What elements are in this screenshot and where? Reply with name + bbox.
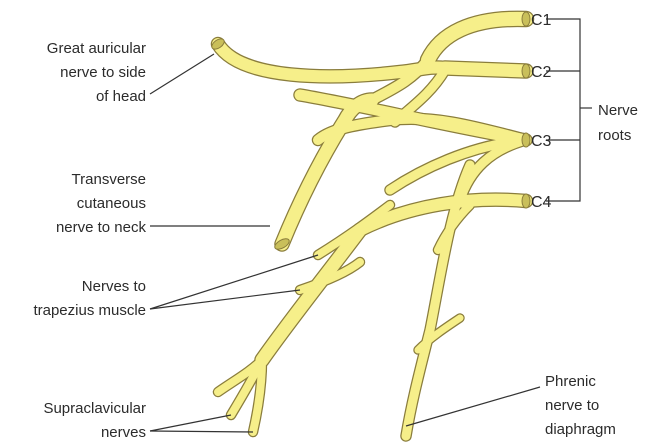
leader-supraclavicular-upper bbox=[150, 415, 231, 431]
root-c1-cut-end bbox=[522, 12, 530, 26]
supraclavicular-label-line-2: nerves bbox=[101, 424, 146, 441]
leader-trapezius-upper bbox=[150, 255, 318, 309]
nerve-roots-label: Nerve roots bbox=[598, 102, 638, 144]
supraclavicular-label-line-1: Supraclavicular bbox=[43, 400, 146, 417]
nerve-roots-label-line-2: roots bbox=[598, 127, 631, 144]
transverse-cutaneous-label-line-3: nerve to neck bbox=[56, 219, 147, 236]
trapezius-label-line-2: trapezius muscle bbox=[33, 302, 146, 319]
great-auricular-label-line-3: of head bbox=[96, 88, 146, 105]
root-labels: C1 C2 C3 C4 bbox=[531, 12, 552, 211]
root-c3-cut-end bbox=[522, 133, 530, 147]
c1-root-nerve bbox=[428, 19, 526, 60]
leader-phrenic bbox=[406, 387, 540, 426]
supraclavicular-label: Supraclavicular nerves bbox=[43, 400, 146, 441]
transverse-cutaneous-label-line-1: Transverse bbox=[72, 171, 146, 188]
root-c2-cut-end bbox=[522, 64, 530, 78]
phrenic-label-line-1: Phrenic bbox=[545, 373, 596, 390]
phrenic-label-line-3: diaphragm bbox=[545, 421, 616, 438]
great-auricular-label: Great auricular nerve to side of head bbox=[47, 40, 146, 105]
great-auricular-label-line-1: Great auricular bbox=[47, 40, 146, 57]
transverse-cutaneous-label: Transverse cutaneous nerve to neck bbox=[56, 171, 147, 236]
great-auricular-label-line-2: nerve to side bbox=[60, 64, 146, 81]
root-label-c1: C1 bbox=[531, 12, 552, 29]
leader-trapezius-lower bbox=[150, 290, 300, 309]
root-label-c4: C4 bbox=[531, 194, 552, 211]
nerve-roots-bracket bbox=[546, 19, 592, 201]
trapezius-label-line-1: Nerves to bbox=[82, 278, 146, 295]
transverse-cutaneous-label-line-2: cutaneous bbox=[77, 195, 146, 212]
c2-root-nerve bbox=[445, 68, 526, 71]
root-label-c2: C2 bbox=[531, 64, 552, 81]
root-label-c3: C3 bbox=[531, 133, 552, 150]
trapezius-label: Nerves to trapezius muscle bbox=[33, 278, 146, 319]
nerve-roots-label-line-1: Nerve bbox=[598, 102, 638, 119]
leader-supraclavicular-lower bbox=[150, 431, 253, 432]
root-c4-cut-end bbox=[522, 194, 530, 208]
phrenic-label-line-2: nerve to bbox=[545, 397, 599, 414]
phrenic-label: Phrenic nerve to diaphragm bbox=[545, 373, 616, 438]
leader-great-auricular bbox=[150, 54, 214, 94]
